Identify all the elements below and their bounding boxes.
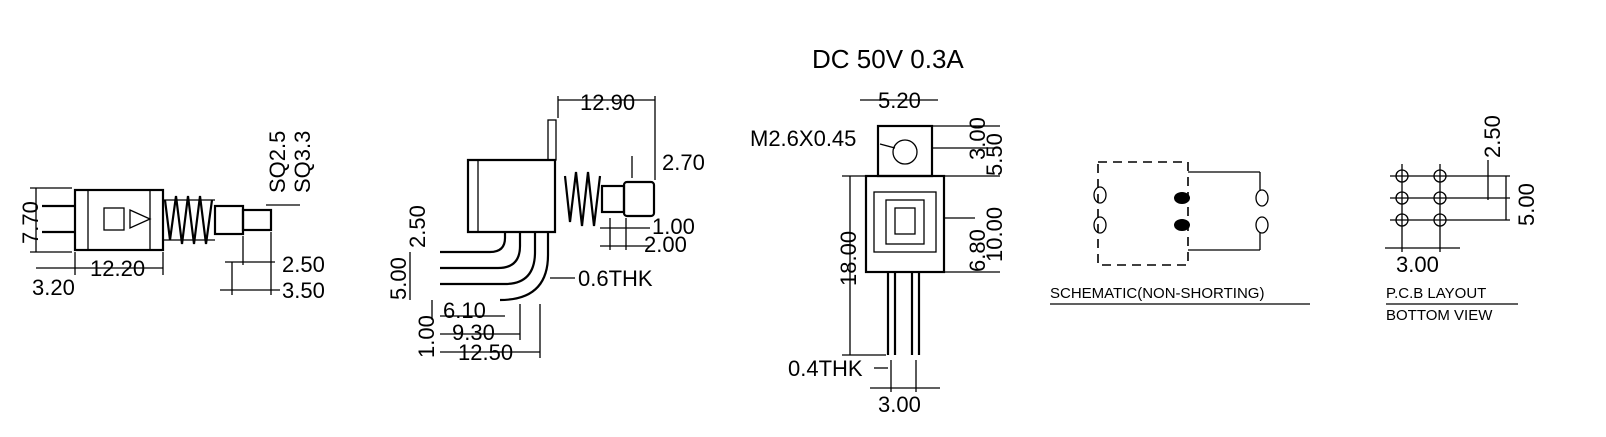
side-view: 7.70 12.20 3.20 2.50 3.50 SQ2.5 SQ3.3 xyxy=(18,131,325,303)
pcb-dim-v: 2.50 xyxy=(1480,115,1505,158)
front-bushing xyxy=(876,124,934,178)
front-dim-w: 5.20 xyxy=(878,88,921,113)
angled-dim-a: 1.00 xyxy=(652,214,695,239)
angled-dim-h: 2.70 xyxy=(662,150,705,175)
pcb-dim-h: 5.00 xyxy=(1514,183,1539,226)
side-dim-d2: 3.50 xyxy=(282,278,325,303)
schematic-terminal xyxy=(1093,216,1107,234)
angled-spring xyxy=(563,171,602,227)
angled-dim-top: 12.90 xyxy=(580,90,635,115)
front-dim-a: 3.00 xyxy=(965,117,990,160)
schematic-caption: SCHEMATIC(NON-SHORTING) xyxy=(1050,285,1264,302)
side-dim-off: 3.20 xyxy=(32,275,75,300)
front-view: 5.20 M2.6X0.45 3.00 5.50 6.80 10.00 18.0… xyxy=(750,88,1007,417)
front-dim-h: 18.00 xyxy=(836,231,861,286)
side-dim-sq2: SQ3.3 xyxy=(290,131,315,193)
front-dim-thk: 0.4THK xyxy=(788,356,863,381)
pcb-caption-2: BOTTOM VIEW xyxy=(1386,307,1493,324)
angled-view: 12.90 2.70 1.00 2.00 0.6THK 2.50 5.00 1.… xyxy=(386,90,705,365)
schematic-terminal xyxy=(1093,186,1107,204)
angled-dim-h2: 9.30 xyxy=(452,320,495,345)
side-dim-sq1: SQ2.5 xyxy=(265,131,290,193)
side-dim-h: 7.70 xyxy=(18,201,43,244)
schematic-terminal xyxy=(1255,189,1269,207)
angled-dim-thk: 0.6THK xyxy=(578,266,653,291)
side-stem xyxy=(213,204,245,236)
front-body xyxy=(864,174,946,274)
side-body xyxy=(73,188,165,252)
angled-dim-b: 2.00 xyxy=(644,232,687,257)
schematic: SCHEMATIC(NON-SHORTING) xyxy=(1050,161,1310,305)
front-dim-c: 6.80 xyxy=(965,229,990,272)
schematic-dashed-box xyxy=(1097,161,1189,266)
angled-bracket xyxy=(499,232,550,302)
schematic-contact xyxy=(1174,192,1190,204)
angled-dim-h1: 6.10 xyxy=(443,298,486,323)
angled-dim-v3: 1.00 xyxy=(414,315,439,358)
angled-dim-h3: 12.50 xyxy=(458,340,513,365)
side-dim-len: 12.20 xyxy=(90,256,145,281)
angled-dim-v1: 2.50 xyxy=(405,205,430,248)
front-dim-thread: M2.6X0.45 xyxy=(750,126,856,151)
front-dim-d: 10.00 xyxy=(982,207,1007,262)
angled-dim-v2: 5.00 xyxy=(386,257,411,300)
schematic-terminal xyxy=(1255,216,1269,234)
rating-title: DC 50V 0.3A xyxy=(812,44,964,74)
front-thread-hole xyxy=(892,139,918,165)
front-dim-b: 5.50 xyxy=(982,133,1007,176)
side-spring xyxy=(163,195,214,245)
schematic-contact xyxy=(1174,219,1190,231)
side-dim-d1: 2.50 xyxy=(282,252,325,277)
angled-housing xyxy=(466,158,557,234)
front-dim-p: 3.00 xyxy=(878,392,921,417)
pcb-layout: 2.50 5.00 3.00 P.C.B LAYOUT BOTTOM VIEW xyxy=(1385,115,1539,324)
pcb-dim-p: 3.00 xyxy=(1396,252,1439,277)
pcb-caption-1: P.C.B LAYOUT xyxy=(1386,285,1486,302)
